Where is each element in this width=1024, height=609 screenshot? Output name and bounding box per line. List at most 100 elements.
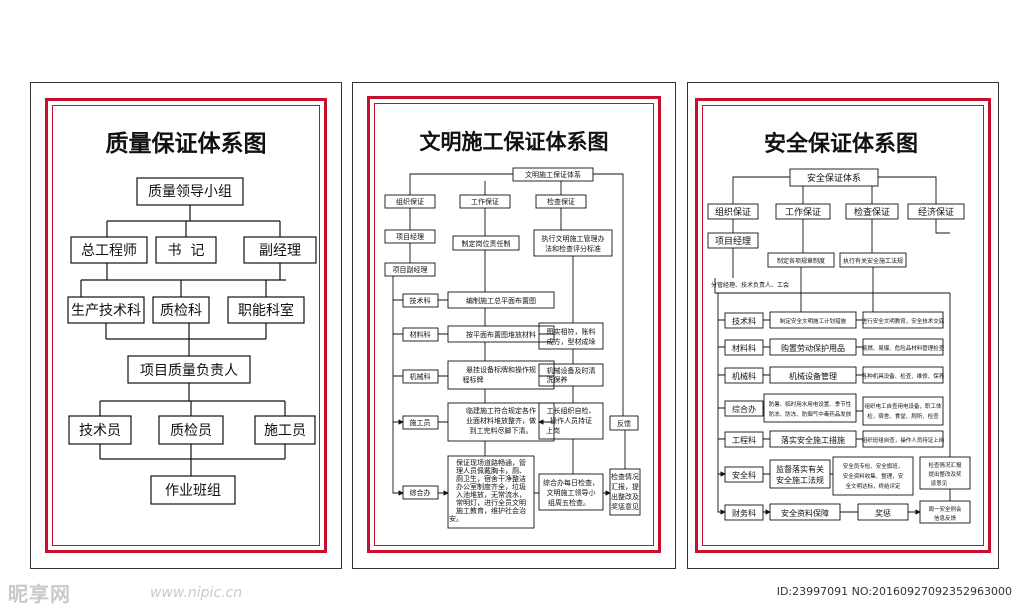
panel-civilized: 文明施工保证体系图 文明施工保证体系 组织保证 工作保证 检查保证 项目经理 项…: [352, 82, 676, 569]
node-org-guarantee: 组织保证: [396, 197, 424, 206]
panel-quality: 质量保证体系图 质量领导小组 总工程师 书 记 副经理 生产技术科 质检科 职能…: [30, 82, 342, 569]
task-stack-material: 按平面布置图堆放材料: [466, 330, 536, 339]
node-exec-rule-1: 执行文明施工管理办: [542, 234, 605, 243]
report-1: 检查情况: [611, 472, 639, 481]
dept-office: 综合办: [410, 488, 431, 497]
task-site-1: 保证现场道路畅通，管: [456, 458, 526, 467]
task-protective-gear: 购置劳动保护用品: [781, 343, 845, 353]
task-supervise-1: 监督落实有关: [776, 464, 824, 474]
check-machine-1: 机械设备及时清: [547, 366, 596, 375]
task-seasonal-1: 防暑、临时用水用电设置、季节性: [769, 400, 852, 408]
check-material-1: 图实相符，账料: [547, 327, 596, 336]
panel-frame: [695, 98, 991, 553]
check-foreman-2: 操作人员持证: [550, 416, 592, 425]
node-constructor: 施工员: [264, 423, 306, 439]
node-technician: 技术员: [79, 423, 121, 439]
check-office-1: 综合办每日检查，: [543, 478, 599, 487]
task-site-2: 理人员佩戴胸卡，厕、: [456, 466, 526, 475]
node-work-team: 作业班组: [165, 483, 221, 499]
task-temp-1: 临建施工符合规定各作: [466, 406, 536, 415]
node-functional-dept: 职能科室: [238, 302, 294, 319]
task-temp-3: 到工完料尽脚下清。: [470, 426, 533, 435]
check-safety-officer-3: 全文明达标，终结评定: [845, 482, 901, 490]
node-check-guarantee: 检查保证: [854, 206, 890, 218]
check-machine-2: 洗保养: [547, 375, 568, 384]
report-4: 奖惩意见: [611, 502, 639, 511]
node-secretary: 书 记: [168, 243, 205, 259]
check-hazmat: 易燃、易爆、危险品材料管理检查: [862, 344, 945, 352]
dept-tech: 技术科: [410, 296, 431, 305]
safety-chart: 安全保证体系图 安全保证体系 组织保证 工作保证 检查保证 经济保证 项目经理 …: [707, 131, 971, 524]
check-electric-1: 组织电工自查用电设备，职工体: [864, 402, 942, 410]
node-check-guarantee: 检查保证: [547, 197, 575, 206]
task-temp-2: 业面材料堆放整齐，做: [466, 416, 536, 425]
safety-title: 安全保证体系图: [764, 131, 918, 157]
task-machine-mgmt: 机械设备管理: [789, 371, 837, 381]
task-seasonal-2: 防冻、防冻、防烟气中毒药品发放: [769, 410, 852, 418]
panel-inner-frame: [374, 103, 654, 546]
node-post-responsibility: 制定岗位责任制: [462, 239, 511, 248]
report-3: 惩意见: [931, 479, 948, 487]
task-layout-plan: 编制施工总平面布置图: [466, 296, 536, 305]
node-inspector: 质检员: [170, 423, 212, 439]
node-production-tech: 生产技术科: [71, 303, 141, 319]
check-foreman-3: 上岗: [546, 426, 560, 435]
civilized-title: 文明施工保证体系图: [420, 130, 609, 154]
check-office-2: 文明施工领导小: [547, 488, 596, 497]
node-sub-managers: 分管经理、技术负责人、工会: [711, 281, 789, 289]
panel-safety: 安全保证体系图 安全保证体系 组织保证 工作保证 检查保证 经济保证 项目经理 …: [687, 82, 999, 569]
watermark-url: www.nipic.cn: [150, 585, 243, 601]
quality-chart: 质量保证体系图 质量领导小组 总工程师 书 记 副经理 生产技术科 质检科 职能…: [67, 130, 317, 505]
node-exec-regulations: 执行有关安全施工法规: [843, 257, 903, 265]
task-plan-measures: 制定安全文明施工计划措施: [780, 317, 847, 325]
task-site-6: 常明灯，进行全员文明: [456, 498, 526, 507]
footer-bar: [0, 572, 1024, 609]
node-economic-guarantee: 经济保证: [918, 206, 954, 218]
civilized-chart: 文明施工保证体系图 文明施工保证体系 组织保证 工作保证 检查保证 项目经理 项…: [384, 130, 641, 529]
dept-material: 材料科: [410, 330, 431, 339]
check-office-3: 组周五检查。: [548, 498, 590, 507]
quality-title: 质量保证体系图: [106, 130, 267, 157]
panel-inner-frame: [702, 105, 984, 546]
weekly-meeting-1: 周一安全例会: [928, 505, 962, 513]
check-education: 进行安全文明教育，安全技术交底: [862, 317, 945, 325]
check-material-2: 成方，型材成垛: [547, 337, 596, 346]
task-site-4: 办公室制度齐全，垃圾: [456, 482, 526, 491]
check-foreman-1: 工长组织自检、: [547, 406, 596, 415]
task-site-5: 入池堆放，无常流水，: [456, 490, 526, 499]
task-site-8: 安。: [449, 514, 463, 523]
report-1: 检查情况汇报: [928, 461, 962, 469]
node-work-guarantee: 工作保证: [785, 206, 821, 218]
node-system: 安全保证体系: [807, 172, 861, 184]
check-team: 组织班组自查，操作人员持证上岗: [862, 436, 945, 444]
check-safety-officer-2: 安全资料收集、整理，安: [843, 472, 904, 480]
dept-tech: 技术科: [732, 316, 756, 326]
task-signs-2: 程标牌: [463, 375, 484, 384]
node-work-guarantee: 工作保证: [471, 197, 499, 206]
task-site-3: 厕卫生，宿舍干净整洁: [456, 474, 526, 483]
task-safety-measures: 落实安全施工措施: [781, 435, 845, 445]
node-deputy-manager: 副经理: [259, 243, 301, 259]
check-equipment: 各种机具设备、检查、维修、保养: [862, 372, 945, 380]
node-feedback: 反馈: [617, 419, 631, 428]
dept-machinery: 机械科: [410, 372, 431, 381]
node-reward: 奖惩: [875, 508, 891, 518]
node-regulations: 制定各项规章制度: [777, 257, 825, 265]
watermark-logo: 昵享网: [8, 582, 71, 606]
image-id: ID:23997091 NO:20160927092352963000: [776, 585, 1012, 598]
panel-frame: [367, 96, 661, 553]
dept-finance: 财务科: [732, 508, 756, 518]
dept-engineering: 工程科: [732, 435, 756, 445]
check-electric-2: 检，宿舍、食堂、厕所、检查: [867, 412, 939, 420]
node-org-guarantee: 组织保证: [715, 206, 751, 218]
dept-machinery: 机械科: [732, 371, 756, 381]
node-project-manager: 项目经理: [715, 235, 751, 247]
dept-material: 材料科: [732, 343, 756, 353]
node-chief-engineer: 总工程师: [81, 243, 137, 259]
report-3: 出整改及: [611, 492, 639, 501]
panel-inner-frame: [52, 105, 320, 546]
node-quality-dept: 质检科: [160, 303, 202, 319]
node-project-quality-lead: 项目质量负责人: [140, 363, 238, 379]
node-exec-rule-2: 法和检查评分标准: [545, 244, 601, 253]
check-safety-officer-1: 安全员专检、安全旗班，: [843, 462, 904, 470]
